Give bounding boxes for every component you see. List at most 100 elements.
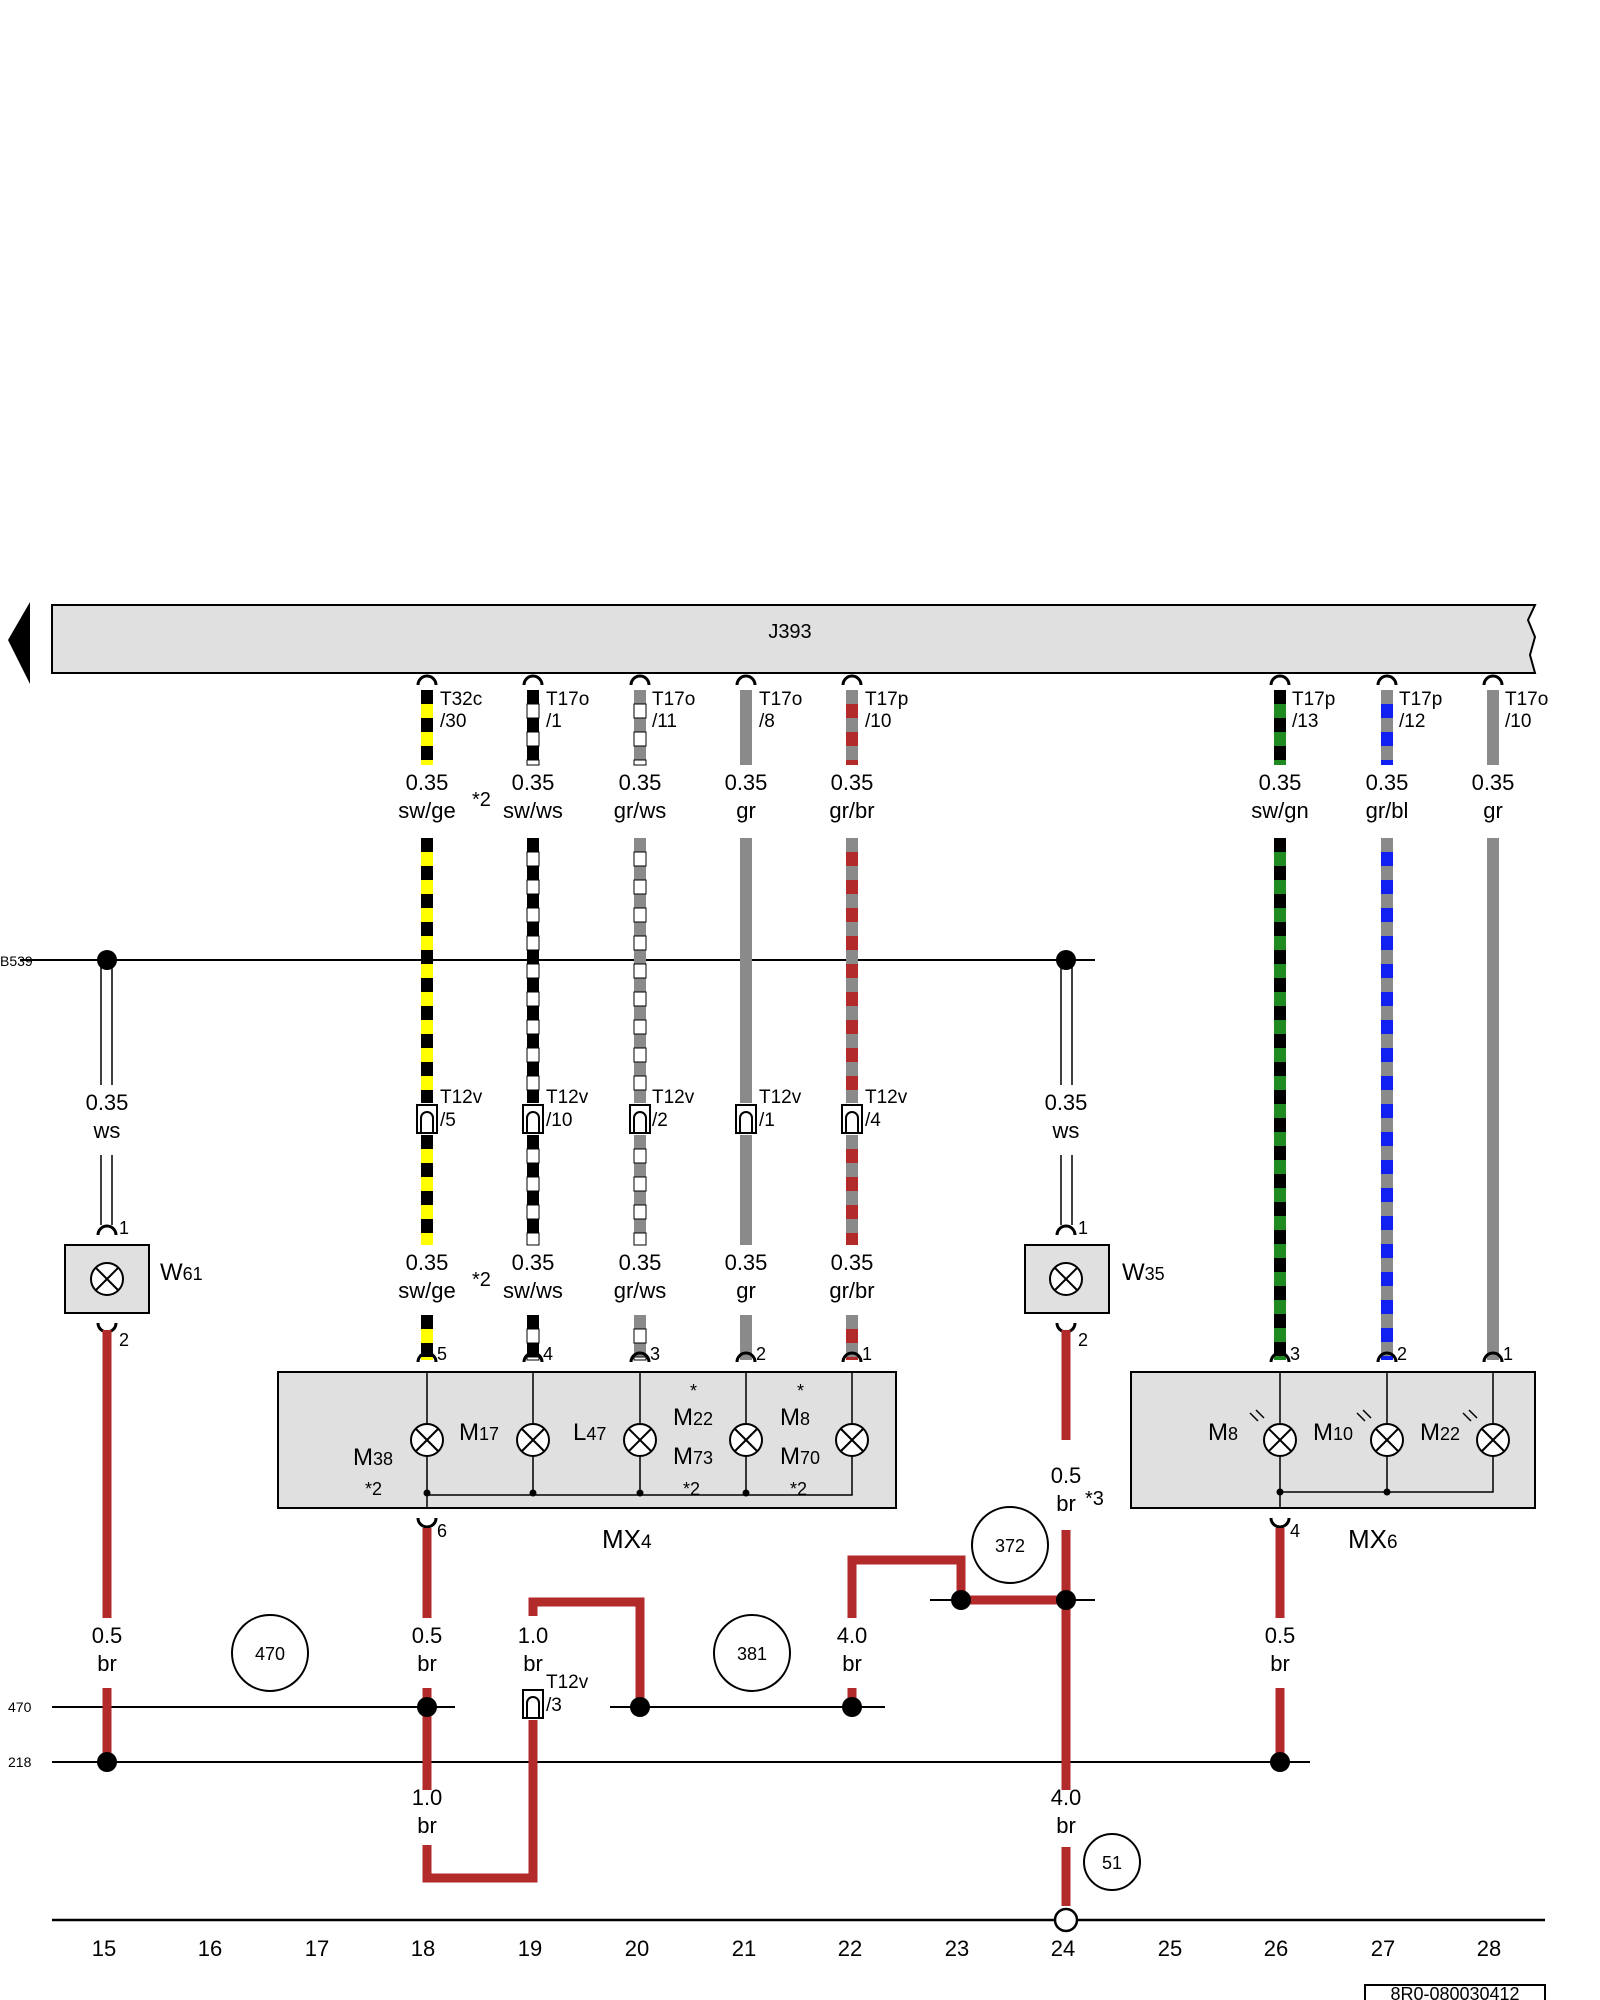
mx6-bulb-m22: M xyxy=(1420,1419,1440,1446)
w22-mid-segment-stripe-7 xyxy=(846,1048,858,1062)
svg-text:T12v: T12v xyxy=(440,1087,483,1108)
column-number-25: 25 xyxy=(1158,1936,1182,1961)
color-w28: gr xyxy=(1483,798,1503,823)
w26-long-segment-stripe-13 xyxy=(1274,1216,1286,1230)
w20-mid-segment-stripe-0 xyxy=(633,851,647,867)
w18-mid-segment-stripe-4 xyxy=(421,964,433,978)
size-w18: 0.35 xyxy=(406,770,449,795)
w26-long-segment-stripe-5 xyxy=(1274,992,1286,1006)
w28-top-segment xyxy=(1487,690,1499,765)
w35-pin-top: 1 xyxy=(1078,1218,1088,1238)
svg-text:M22: M22 xyxy=(673,1404,713,1431)
column-number-26: 26 xyxy=(1264,1936,1288,1961)
w18-mid-segment-stripe-8 xyxy=(421,1076,433,1090)
ground-ref-372: 372 xyxy=(995,1536,1025,1556)
w18-mid-segment-stripe-2 xyxy=(421,908,433,922)
pin-w19: /1 xyxy=(546,711,562,732)
w19-pin-segment-stripe-0 xyxy=(526,1328,540,1344)
w19-mid-segment-stripe-0 xyxy=(526,851,540,867)
w26-long-segment-stripe-7 xyxy=(1274,1048,1286,1062)
lower-size-22: 0.35 xyxy=(831,1250,874,1275)
w20-lower-segment-stripe-1 xyxy=(633,1176,647,1192)
w26-long-segment-stripe-14 xyxy=(1274,1244,1286,1258)
svg-text:M22: M22 xyxy=(1420,1419,1460,1446)
w27-long-segment-stripe-17 xyxy=(1381,1328,1393,1342)
t12v-label-22: T12v xyxy=(865,1087,908,1108)
w18-mid-segment-stripe-7 xyxy=(421,1048,433,1062)
w18-mid-segment-stripe-5 xyxy=(421,992,433,1006)
w18-mid-segment-stripe-1 xyxy=(421,880,433,894)
w20-top-segment-stripe-2 xyxy=(633,759,647,766)
lower-color-20: gr/ws xyxy=(614,1278,667,1303)
w26-long-segment-stripe-9 xyxy=(1274,1104,1286,1118)
svg-text:T32c: T32c xyxy=(440,689,482,710)
w27-long-segment-stripe-13 xyxy=(1381,1216,1393,1230)
w26-long-segment-stripe-2 xyxy=(1274,908,1286,922)
w22-mid-segment-stripe-3 xyxy=(846,936,858,950)
w26-long-segment-stripe-4 xyxy=(1274,964,1286,978)
gnd-color-19: br xyxy=(523,1651,543,1676)
mx4-bulb-m17-sub: 17 xyxy=(479,1424,499,1444)
conn-w26: T17p xyxy=(1292,689,1335,710)
w22-lower-segment-stripe-0 xyxy=(846,1149,858,1163)
ws-size-15: 0.35 xyxy=(86,1090,129,1115)
t12v-arrow-marks xyxy=(420,1111,859,1718)
lower-size-18: 0.35 xyxy=(406,1250,449,1275)
ground-point-circle xyxy=(1053,1907,1079,1933)
w22-lower-segment-stripe-2 xyxy=(846,1205,858,1219)
w27-long-segment-stripe-2 xyxy=(1381,908,1393,922)
mx4-pin-2: 2 xyxy=(756,1344,766,1364)
w61-sub: 61 xyxy=(183,1264,203,1284)
svg-text:/1: /1 xyxy=(759,1110,775,1131)
w26-long-segment-stripe-15 xyxy=(1274,1272,1286,1286)
w18-lower-segment-stripe-2 xyxy=(421,1205,433,1219)
mx6-pin-2: 2 xyxy=(1397,1344,1407,1364)
lamp-w61: W61 1 2 xyxy=(64,1218,203,1350)
w61-pin-top: 1 xyxy=(119,1218,129,1238)
w19-mid-segment-stripe-3 xyxy=(526,935,540,951)
color-w20: gr/ws xyxy=(614,798,667,823)
mx6-label: MX xyxy=(1348,1524,1387,1554)
size-w27: 0.35 xyxy=(1366,770,1409,795)
column-number-20: 20 xyxy=(625,1936,649,1961)
w27-top-segment-stripe-1 xyxy=(1381,732,1393,746)
mx6-bulb-m22-sub: 22 xyxy=(1440,1424,1460,1444)
w26-long-segment-stripe-11 xyxy=(1274,1160,1286,1174)
ws-size-24: 0.35 xyxy=(1045,1090,1088,1115)
column-number-17: 17 xyxy=(305,1936,329,1961)
gnd-size-18b: 1.0 xyxy=(412,1785,443,1810)
w22-mid-segment-stripe-6 xyxy=(846,1020,858,1034)
w20-top-segment-stripe-0 xyxy=(633,703,647,719)
gnd-size-26: 0.5 xyxy=(1265,1623,1296,1648)
mx4-bulb-m70-sub: 70 xyxy=(800,1448,820,1468)
w18-pin-segment-stripe-1 xyxy=(421,1357,433,1360)
w22-lower-segment-stripe-1 xyxy=(846,1177,858,1191)
svg-text:M70: M70 xyxy=(780,1443,820,1470)
w20-mid-segment-stripe-4 xyxy=(633,963,647,979)
w27-long-segment-stripe-12 xyxy=(1381,1188,1393,1202)
conn-w18: T32c xyxy=(440,689,482,710)
w18-lower-segment-stripe-3 xyxy=(421,1233,433,1245)
w18-pin-segment-stripe-0 xyxy=(421,1329,433,1343)
w19-lower-segment-stripe-1 xyxy=(526,1176,540,1192)
bus-label-470: 470 xyxy=(8,1699,32,1715)
column-number-27: 27 xyxy=(1371,1936,1395,1961)
svg-text:M8: M8 xyxy=(1208,1419,1238,1446)
w21-pin-segment xyxy=(740,1315,752,1360)
color-w21: gr xyxy=(736,798,756,823)
column-number-15: 15 xyxy=(92,1936,116,1961)
w26-long-segment-stripe-16 xyxy=(1274,1300,1286,1314)
svg-text:/30: /30 xyxy=(440,711,466,732)
control-unit-j393: J393 xyxy=(8,602,1537,684)
ground-ref-470: 470 xyxy=(255,1644,285,1664)
w26-long-segment-stripe-10 xyxy=(1274,1132,1286,1146)
size-w28: 0.35 xyxy=(1472,770,1515,795)
mx4-bulb-m70: M xyxy=(780,1443,800,1470)
w18-mid-segment-stripe-0 xyxy=(421,852,433,866)
svg-text:W61: W61 xyxy=(160,1259,203,1286)
w20-mid-segment-stripe-5 xyxy=(633,991,647,1007)
svg-text:MX4: MX4 xyxy=(602,1524,652,1554)
w21-lower-segment xyxy=(740,1135,752,1245)
mx4-pin-4: 4 xyxy=(543,1344,553,1364)
pin-w22: /10 xyxy=(865,711,891,732)
